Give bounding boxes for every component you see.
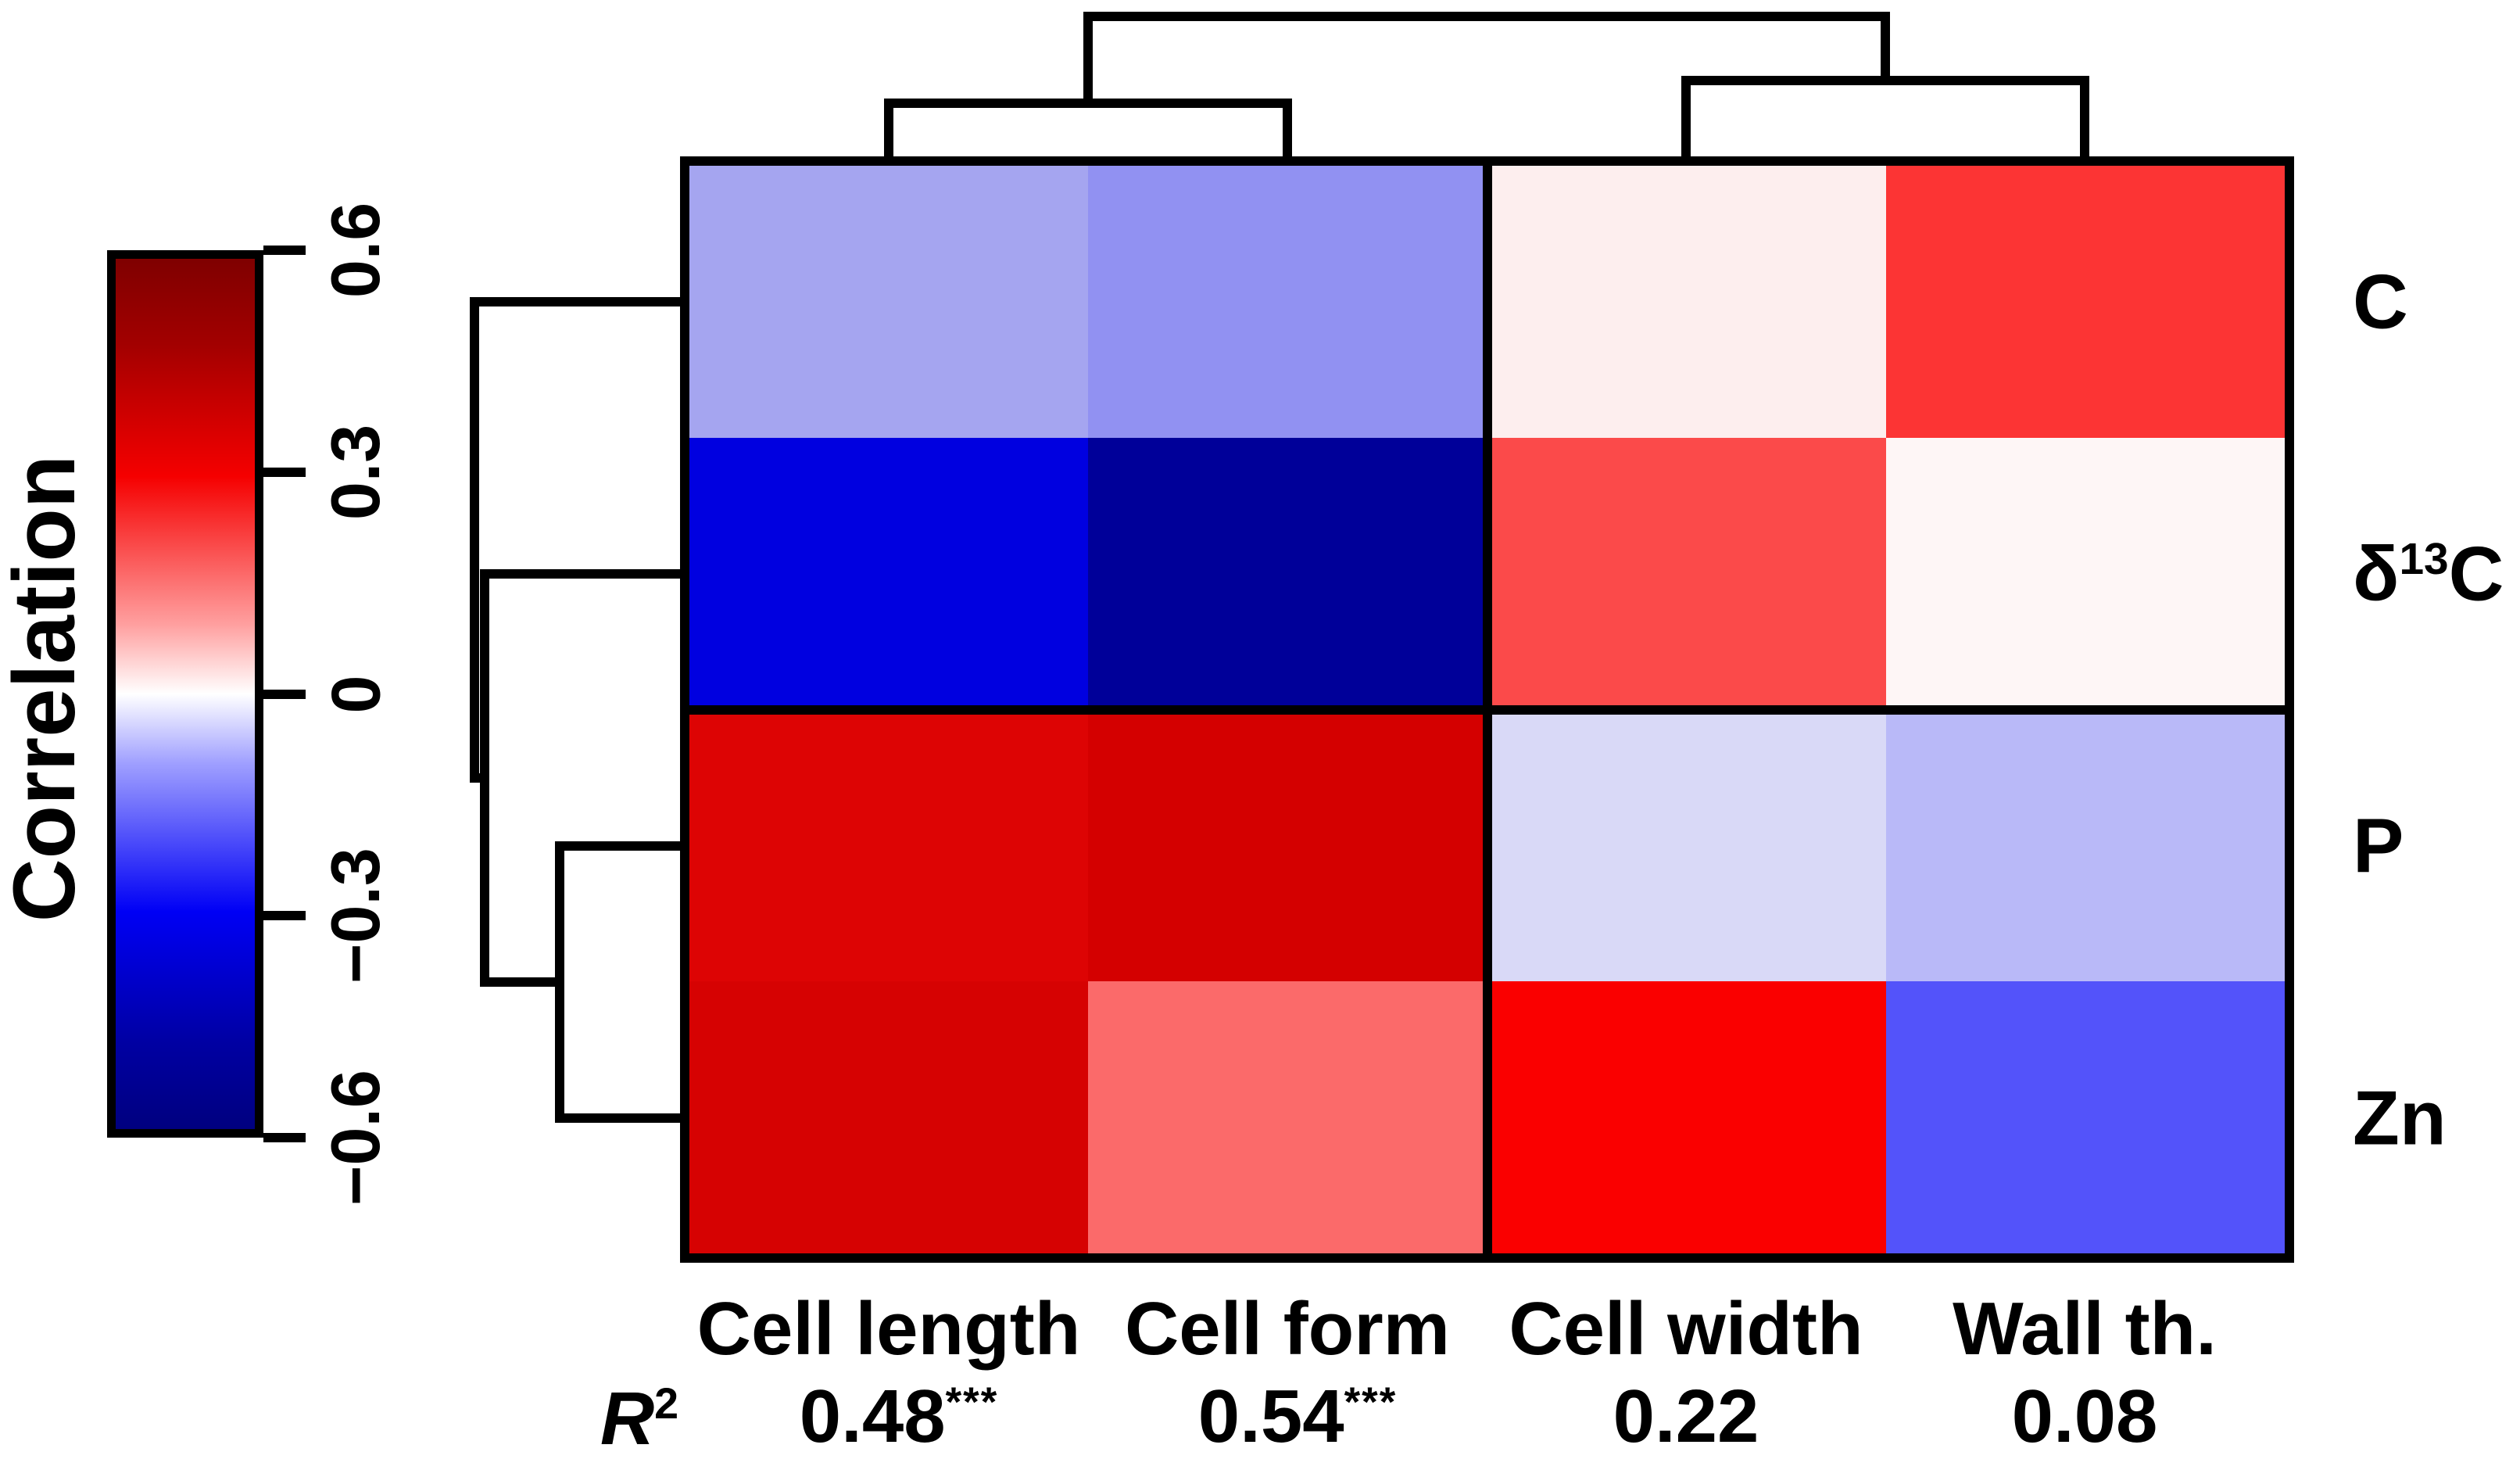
colorbar-tick-4 (263, 1133, 306, 1142)
colorbar-title: Correlation (0, 454, 94, 922)
row-dendrogram-segment-0 (470, 297, 693, 306)
colorbar-tick-label-4: −0.6 (317, 1070, 395, 1206)
heatmap-cell-r0c2 (1487, 166, 1886, 438)
heatmap-cell-r2c2 (1487, 709, 1886, 982)
colorbar (107, 250, 263, 1138)
heatmap-cell-r2c1 (1088, 709, 1487, 982)
row-label-zn: Zn (2353, 1074, 2447, 1161)
heatmap-cell-r3c0 (689, 981, 1089, 1253)
col-label-wall-th: Wall th. (1953, 1287, 2217, 1371)
col-label-cell-form: Cell form (1124, 1287, 1451, 1371)
r2-value-cell-length: 0.48*** (799, 1375, 999, 1458)
heatmap-cell-r1c1 (1088, 437, 1487, 710)
row-label-d13c: δ13C (2353, 530, 2504, 617)
column-dendrogram-segment-2 (1881, 12, 1890, 85)
row-dendrogram-segment-4 (480, 569, 693, 579)
column-dendrogram-segment-1 (1083, 12, 1093, 108)
column-dendrogram-segment-4 (1681, 76, 2089, 85)
row-dendrogram-segment-6 (555, 841, 564, 1123)
heatmap-cell-r3c1 (1088, 981, 1487, 1253)
heatmap-cell-r2c0 (689, 709, 1089, 982)
row-label-c: C (2353, 258, 2408, 345)
row-dendrogram-segment-7 (555, 841, 693, 851)
cluster-divider-horizontal (689, 704, 2285, 715)
colorbar-tick-1 (263, 468, 306, 477)
colorbar-tick-label-2: 0 (317, 675, 395, 714)
col-label-cell-length: Cell length (696, 1287, 1081, 1371)
row-dendrogram-segment-8 (555, 1113, 693, 1123)
row-dendrogram-segment-3 (480, 569, 489, 987)
colorbar-tick-label-3: −0.3 (317, 848, 395, 984)
r2-value-cell-form: 0.54*** (1197, 1375, 1398, 1458)
r2-value-cell-width: 0.22 (1613, 1375, 1759, 1458)
colorbar-tick-2 (263, 690, 306, 699)
row-dendrogram-segment-5 (480, 977, 564, 987)
column-dendrogram-segment-0 (1083, 12, 1890, 21)
colorbar-tick-0 (263, 246, 306, 255)
heatmap-cell-r0c3 (1885, 166, 2285, 438)
r-squared-symbol: R2 (600, 1377, 679, 1459)
heatmap-cell-r2c3 (1885, 709, 2285, 982)
colorbar-tick-3 (263, 911, 306, 920)
colorbar-tick-label-1: 0.3 (317, 424, 394, 521)
heatmap-cell-r1c0 (689, 437, 1089, 710)
heatmap-cell-r3c3 (1885, 981, 2285, 1253)
heatmap-cell-r3c2 (1487, 981, 1886, 1253)
column-dendrogram-segment-6 (1283, 99, 1292, 165)
heatmap-cell-r1c3 (1885, 437, 2285, 710)
r2-value-wall-th: 0.08 (2011, 1375, 2158, 1458)
heatmap-matrix (680, 156, 2294, 1263)
column-dendrogram-segment-3 (884, 99, 1292, 108)
heatmap-cell-r0c1 (1088, 166, 1487, 438)
heatmap-cell-r1c2 (1487, 437, 1886, 710)
col-label-cell-width: Cell width (1509, 1287, 1863, 1371)
column-dendrogram-segment-5 (884, 99, 893, 165)
row-dendrogram-segment-1 (470, 297, 479, 783)
column-dendrogram-segment-7 (1681, 76, 1691, 165)
colorbar-tick-label-0: 0.6 (317, 202, 394, 299)
column-dendrogram-segment-8 (2080, 76, 2089, 165)
heatmap-cell-r0c0 (689, 166, 1089, 438)
row-label-p: P (2353, 802, 2404, 889)
